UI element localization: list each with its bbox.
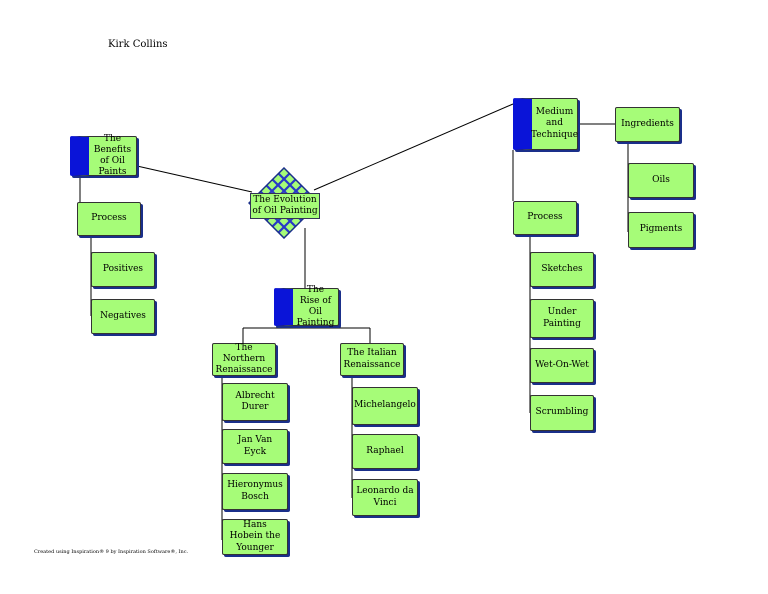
node-medium-and-technique[interactable]: Medium and Technique [513, 98, 578, 150]
node-leonardo-da-vinci[interactable]: Leonardo da Vinci [352, 479, 418, 516]
node-italian-renaissance[interactable]: The Italian Renaissance [340, 343, 404, 376]
node-hieronymus-bosch[interactable]: Hieronymus Bosch [222, 473, 288, 510]
node-wet-on-wet[interactable]: Wet-On-Wet [530, 348, 594, 383]
node-raphael[interactable]: Raphael [352, 434, 418, 469]
node-negatives[interactable]: Negatives [91, 299, 155, 334]
author-name: Kirk Collins [108, 39, 168, 50]
node-benefits-process[interactable]: Process [77, 202, 141, 236]
node-albrecht-durer[interactable]: Albrecht Durer [222, 383, 288, 421]
node-scrumbling[interactable]: Scrumbling [530, 395, 594, 431]
link-central-medium [313, 103, 514, 191]
node-rise-of-oil-painting[interactable]: The Rise of Oil Painting [274, 285, 339, 328]
node-benefits-of-oil-paints[interactable]: The Benefits of Oil Paints [70, 134, 137, 177]
node-ingredients[interactable]: Ingredients [615, 107, 680, 142]
node-northern-renaissance[interactable]: The Northern Renaissance [212, 343, 276, 376]
central-hub-diamond[interactable] [248, 167, 320, 239]
link-central-benefits [136, 165, 253, 193]
node-hans-hobein[interactable]: Hans Hobein the Younger [222, 519, 288, 555]
central-topic[interactable]: The Evolution of Oil Painting [250, 193, 320, 219]
node-under-painting[interactable]: Under Painting [530, 299, 594, 338]
node-michelangelo[interactable]: Michelangelo [352, 387, 418, 425]
software-credit: Created using Inspiration® 9 by Inspirat… [34, 549, 189, 555]
node-oils[interactable]: Oils [628, 163, 694, 198]
node-medium-process[interactable]: Process [513, 201, 577, 235]
node-jan-van-eyck[interactable]: Jan Van Eyck [222, 429, 288, 464]
node-pigments[interactable]: Pigments [628, 212, 694, 248]
node-positives[interactable]: Positives [91, 252, 155, 287]
node-sketches[interactable]: Sketches [530, 252, 594, 287]
